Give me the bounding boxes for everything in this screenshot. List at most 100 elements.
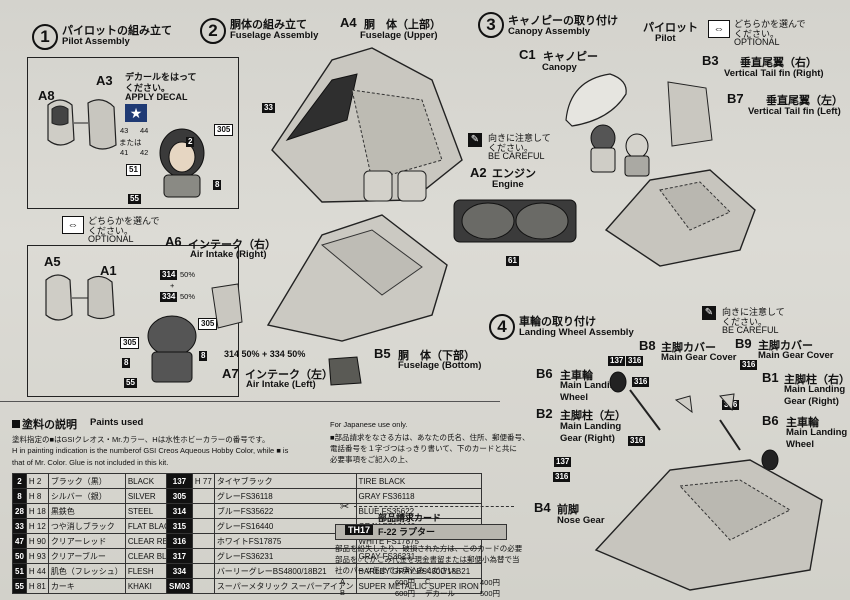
paint-code: 137 (166, 473, 193, 489)
paint-hobby-code: H 81 (25, 578, 49, 594)
paint-hobby-code: H 44 (25, 563, 49, 579)
color-316-badge-3: 316 (740, 360, 758, 370)
decal-note-line3: APPLY DECAL (125, 92, 188, 102)
color-305-badge-2: 305 (198, 318, 218, 330)
color-61-badge: 61 (506, 256, 519, 266)
part-a5-label: A5 (44, 254, 61, 269)
paint-hobby-code (191, 548, 215, 564)
part-a8-label: A8 (38, 88, 55, 103)
paint-code: 33 (12, 518, 27, 534)
careful-jp2-a: ください。 (488, 143, 534, 153)
order-price-a: A (340, 577, 346, 586)
paint-hobby-code: H 18 (25, 503, 49, 519)
part-a7-en: Air Intake (Left) (246, 379, 316, 390)
paint-name-jp: シルバー（銀） (47, 488, 126, 504)
order-price-c: C (425, 577, 431, 586)
paint-code: SM03 (166, 578, 193, 594)
pilot-head-illustration (159, 128, 205, 198)
color-8-badge-3: 8 (122, 358, 131, 368)
pilot-a-illustration (47, 99, 117, 150)
paint-hobby-code: H 77 (191, 473, 215, 489)
step3-title-jp: キャノピーの取り付け (508, 15, 618, 27)
optional-en-b: OPTIONAL (734, 37, 780, 47)
paints-note-1: 塗料指定の■はGSIクレオス・Mr.カラー、Hは水性ホビーカラーの番号です。 (12, 435, 270, 444)
part-a2-code: A2 (470, 165, 487, 180)
paint-hobby-code (191, 488, 215, 504)
part-b4-jp: 前脚 (557, 504, 579, 516)
part-a7-jp: インテーク（左） (245, 369, 333, 381)
optional-jp1-b: どちらかを選んで (734, 19, 806, 29)
cut-line (354, 506, 514, 507)
paint-code: 28 (12, 503, 27, 519)
step1-number: 1 (32, 24, 58, 50)
paint-name-jp: タイヤブラック (213, 473, 357, 489)
step2-number: 2 (200, 18, 226, 44)
part-a6-jp: インテーク（右） (188, 239, 276, 251)
careful-icon-1: ✎ (468, 133, 482, 147)
step2-title-en: Fuselage Assembly (230, 30, 319, 41)
part-b3-en: Vertical Tail fin (Right) (724, 68, 824, 79)
part-b1-code: B1 (762, 370, 779, 385)
part-b2-en2: Gear (Right) (560, 433, 615, 444)
color-316-badge-1: 316 (626, 356, 644, 366)
paints-note-2: H in painting indication is the numberof… (12, 446, 289, 455)
part-a2-en: Engine (492, 179, 524, 190)
part-b9-jp: 主脚カバー (758, 340, 813, 352)
star-decal-icon: ★ (125, 104, 147, 122)
order-decal-val: 500円 (480, 589, 501, 598)
paint-hobby-code (191, 518, 215, 534)
part-b4-en: Nose Gear (557, 515, 605, 526)
part-b2-code: B2 (536, 406, 553, 421)
color-316-badge-6: 316 (553, 472, 571, 482)
step1-title-en: Pilot Assembly (62, 36, 130, 47)
color-316-badge-2: 316 (632, 377, 650, 387)
scissors-icon: ✂ (340, 501, 350, 513)
part-c1-code: C1 (519, 47, 536, 62)
optional-jp2-b: ください。 (734, 29, 780, 39)
color-33-badge: 33 (262, 103, 275, 113)
paint-code: 305 (166, 488, 193, 504)
color-137-badge-2: 137 (554, 457, 572, 467)
color-8-badge-1: 8 (213, 180, 222, 190)
paint-name-en: TIRE BLACK (355, 473, 482, 489)
paint-row: 315グレーFS16440GRAY FS16440 (166, 518, 482, 534)
part-b6a-code: B6 (536, 366, 553, 381)
paint-name-jp: クリアーレッド (47, 533, 126, 549)
paint-name-en: SUPER METALLIC SUPER IRON (355, 578, 482, 594)
part-a4-jp: 胴 体（上部） (364, 19, 441, 31)
order-decal: デカール (425, 589, 455, 598)
fuselage-lower-illustration (266, 214, 448, 342)
step4-number: 4 (489, 314, 515, 340)
part-a1-label: A1 (100, 263, 117, 278)
engine-nozzle-illustration (453, 199, 577, 243)
part-b1-en2: Gear (Right) (784, 396, 839, 407)
order-kit-box (335, 524, 507, 540)
part-c1-jp: キャノピー (543, 51, 598, 63)
color-8-badge-2: 8 (199, 351, 208, 361)
part-b7-jp: 垂直尾翼（左） (766, 95, 843, 107)
part-b1-en1: Main Landing (784, 384, 846, 395)
mix-a7-value: 314 50% + 334 50% (224, 349, 306, 359)
decal-num-43: 43 (120, 126, 129, 135)
wheel-gear-illustration (609, 371, 779, 470)
paint-code: 8 (12, 488, 27, 504)
mix-a6-50a: 50% (180, 270, 196, 279)
part-b9-code: B9 (735, 336, 752, 351)
optional-jp1: どちらかを選んで (88, 216, 160, 226)
pilot-box-main (27, 57, 239, 209)
decal-num-44: 44 (140, 126, 149, 135)
paint-name-jp: ブルーFS35622 (213, 503, 357, 519)
careful-jp1-b: 向きに注意して (722, 307, 785, 317)
part-b2-en1: Main Landing (560, 421, 622, 432)
aircraft-step3-illustration (604, 169, 756, 267)
